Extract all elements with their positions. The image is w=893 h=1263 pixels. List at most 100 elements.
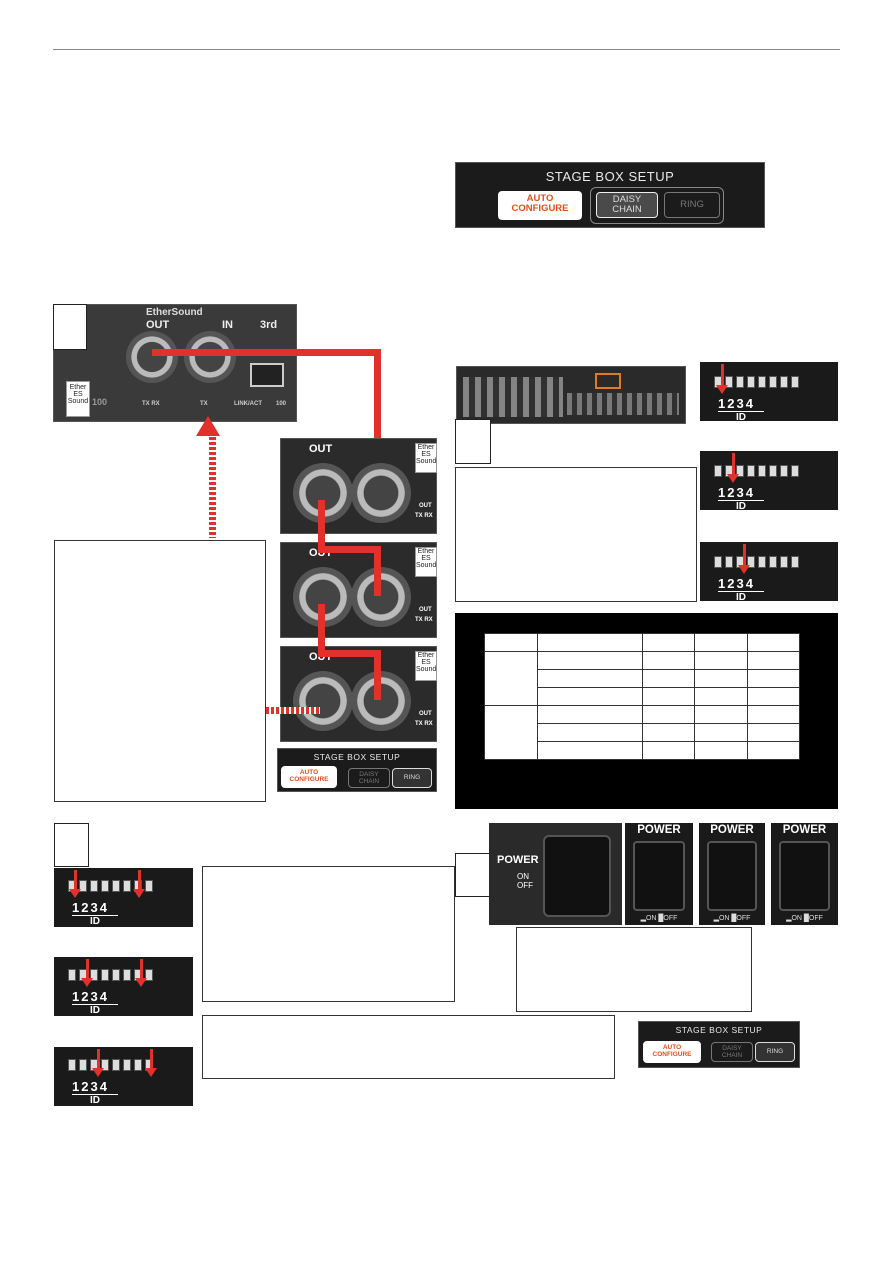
- rio2-out-small: OUT: [419, 607, 432, 613]
- power-label: POWER: [782, 824, 827, 836]
- dip-switch-3: 1234 ID: [700, 542, 838, 603]
- mode-group: [590, 187, 724, 224]
- dip-arrow: [92, 1049, 104, 1077]
- cable-1-horizontal: [152, 349, 380, 356]
- ring-button-bottom[interactable]: RING: [755, 1042, 795, 1062]
- power-text-box: [516, 927, 752, 1012]
- rio1-out-label: OUT: [309, 443, 333, 455]
- auto-configure-label: AUTO CONFIGURE: [511, 193, 569, 215]
- power-rio-3: POWER ▂ON █OFF: [771, 823, 838, 925]
- card-linkact-label: LINK/ACT: [234, 401, 262, 407]
- dip-id-label: ID: [72, 915, 118, 927]
- rio3-txrx: TX RX: [415, 721, 433, 727]
- step-label-box-d: [455, 853, 491, 897]
- card-in-label: IN: [222, 319, 233, 331]
- power-console-on: ON: [517, 872, 529, 881]
- header-rule: [53, 49, 840, 50]
- ethersound-card: EtherSound OUT IN 3rd TX RX TX LINK/ACT …: [53, 304, 297, 422]
- rio2-txrx: TX RX: [415, 617, 433, 623]
- power-console-label: POWER: [497, 854, 539, 866]
- power-rio-1: POWER ▂ON █OFF: [625, 823, 693, 925]
- ring-button[interactable]: RING: [664, 192, 720, 218]
- step-label-box-a: [53, 304, 87, 350]
- table-row: [485, 741, 801, 760]
- table-row: [485, 723, 801, 742]
- power-onoff: ▂ON █OFF: [713, 915, 751, 922]
- cable-2-down: [318, 500, 325, 552]
- dip-arrow: [727, 453, 739, 483]
- power-switch[interactable]: [707, 841, 757, 911]
- daisy-chain-button-mid[interactable]: DAISY CHAIN: [348, 768, 390, 788]
- rio1-in-port[interactable]: [351, 463, 411, 523]
- dip-id-label: ID: [72, 1004, 118, 1016]
- stage-box-setup-title-mid: STAGE BOX SETUP: [313, 752, 401, 762]
- auto-configure-button-mid[interactable]: AUTO CONFIGURE: [281, 766, 337, 788]
- step-label-box-c: [54, 823, 89, 867]
- dip-switch-5: 1234 ID: [54, 957, 193, 1016]
- dip-numbers: 1234: [72, 900, 109, 915]
- daisy-chain-label: DAISY CHAIN: [612, 194, 642, 216]
- ring-label: RING: [680, 199, 704, 210]
- card-out-label: OUT: [146, 319, 170, 331]
- power-switch[interactable]: [633, 841, 685, 911]
- dip-arrow: [81, 959, 93, 987]
- power-console-panel: POWER ON OFF: [489, 823, 622, 925]
- power-rio-2: POWER ▂ON █OFF: [699, 823, 765, 925]
- rio1-txrx: TX RX: [415, 513, 433, 519]
- rio-rack-highlight: [595, 373, 621, 389]
- dip-numbers: 1234: [718, 485, 755, 500]
- auto-configure-button[interactable]: AUTO CONFIGURE: [498, 191, 582, 220]
- rio1-es-logo: Ether ES Sound: [415, 443, 437, 473]
- card-link-port[interactable]: [250, 363, 284, 387]
- dip-arrow: [133, 870, 145, 898]
- rio3-in-port[interactable]: [351, 671, 411, 731]
- rio3-out-small: OUT: [419, 711, 432, 717]
- card-slot-label: 3rd: [260, 319, 278, 331]
- power-console-switch[interactable]: [543, 835, 611, 917]
- table-row: [485, 687, 801, 706]
- dip-id-label: ID: [718, 411, 764, 423]
- auto-configure-button-bottom[interactable]: AUTO CONFIGURE: [643, 1041, 701, 1063]
- step-label-box-b: [455, 419, 491, 464]
- dip-numbers: 1234: [718, 576, 755, 591]
- power-onoff: ▂ON █OFF: [640, 915, 678, 922]
- power-label: POWER: [637, 824, 681, 836]
- right-text-box: [455, 467, 697, 602]
- dip-numbers: 1234: [718, 396, 755, 411]
- daisy-chain-button[interactable]: DAISY CHAIN: [596, 192, 658, 218]
- dip-switch-row: [714, 376, 799, 388]
- id-table: [484, 633, 801, 760]
- card-out-port[interactable]: [126, 331, 178, 383]
- card-in-port[interactable]: [184, 331, 236, 383]
- id-table-panel: [455, 613, 838, 809]
- dip-arrow: [738, 544, 750, 574]
- rio-rack-unit: [456, 366, 686, 424]
- table-row: [485, 669, 801, 688]
- cable-return-arrowhead: [196, 416, 220, 436]
- stage-box-setup-title: STAGE BOX SETUP: [545, 169, 675, 184]
- rio2-in-port[interactable]: [351, 567, 411, 627]
- cable-3-into-in: [374, 650, 381, 700]
- cable-1-vertical: [374, 349, 381, 489]
- middle-text-box: [202, 866, 455, 1002]
- dip-id-label: ID: [718, 591, 764, 603]
- cable-3-down: [318, 604, 325, 656]
- table-row: [484, 651, 801, 706]
- power-label: POWER: [710, 824, 754, 836]
- bottom-text-box: [202, 1015, 615, 1079]
- daisy-chain-button-bottom[interactable]: DAISY CHAIN: [711, 1042, 753, 1062]
- stage-box-setup-panel-mid: STAGE BOX SETUP AUTO CONFIGURE DAISY CHA…: [277, 748, 437, 792]
- card-tx-label: TX: [200, 401, 208, 407]
- cable-3-horizontal: [318, 650, 380, 657]
- power-switch[interactable]: [779, 841, 830, 911]
- cable-return-dotted: [209, 432, 216, 538]
- ring-button-mid[interactable]: RING: [392, 768, 432, 788]
- dip-id-label: ID: [72, 1094, 118, 1106]
- rio-panel-1: OUT Ether ES Sound OUT TX RX: [280, 438, 437, 534]
- power-onoff: ▂ON █OFF: [786, 915, 823, 922]
- cable-2-horizontal: [318, 546, 380, 553]
- rio3-out-port[interactable]: [293, 671, 353, 731]
- dip-arrow: [135, 959, 147, 987]
- card-txrx-label: TX RX: [142, 401, 160, 407]
- left-text-box: [54, 540, 266, 802]
